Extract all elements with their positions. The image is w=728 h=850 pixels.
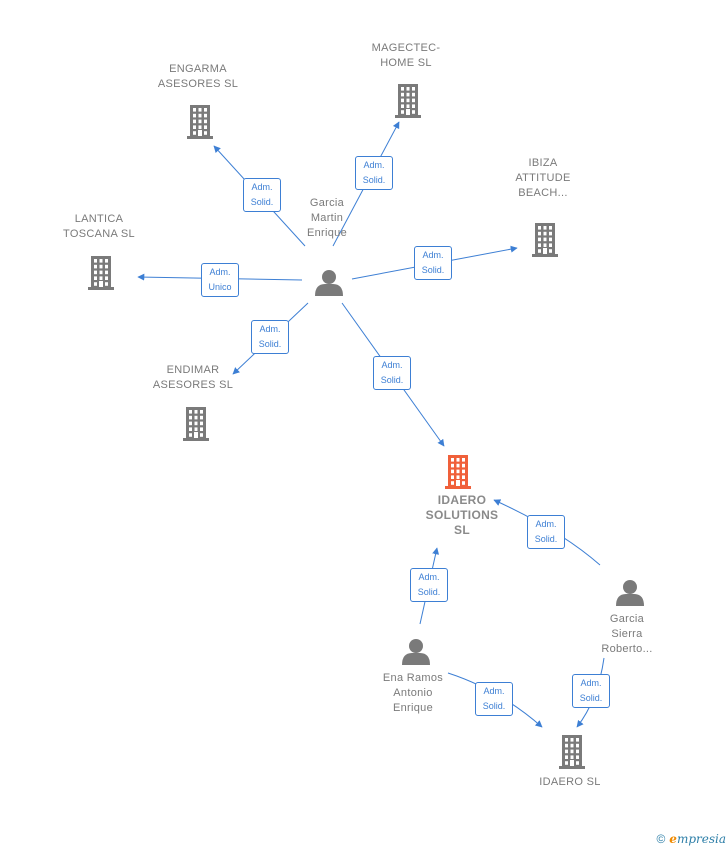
ibiza-building-icon[interactable] [532,223,558,257]
brand-logo[interactable]: empresia [669,832,726,846]
ena-ramos-person-icon[interactable] [402,639,430,665]
magectec-building-icon[interactable] [395,84,421,118]
edge-label-garcia_martin-to-engarma[interactable]: Adm. Solid. [243,178,281,212]
node-label-idaero-solutions[interactable]: IDAERO SOLUTIONS SL [425,492,499,537]
garcia-martin-person-icon[interactable] [315,270,343,296]
node-label-engarma[interactable]: ENGARMA ASESORES SL [157,63,239,90]
idaero-solutions-building-icon[interactable] [445,455,471,489]
edge-label-garcia_sierra-to-idaero_solutions[interactable]: Adm. Solid. [527,515,565,549]
node-label-garcia-martin[interactable]: Garcia Martin Enrique [306,197,347,239]
node-label-garcia-sierra[interactable]: Garcia Sierra Roberto... [601,612,653,655]
garcia-sierra-person-icon[interactable] [616,580,644,606]
engarma-building-icon[interactable] [187,105,213,139]
node-label-endimar[interactable]: ENDIMAR ASESORES SL [152,364,234,391]
idaero-sl-building-icon[interactable] [559,735,585,769]
node-label-idaero-sl[interactable]: IDAERO SL [539,775,601,788]
edge-label-garcia_martin-to-ibiza[interactable]: Adm. Solid. [414,246,452,280]
copyright-symbol: © [656,832,666,846]
edge-label-garcia_martin-to-idaero_solutions[interactable]: Adm. Solid. [373,356,411,390]
node-label-lantica[interactable]: LANTICA TOSCANA SL [63,213,135,240]
icons-layer [88,84,644,769]
node-label-ibiza[interactable]: IBIZA ATTITUDE BEACH... [515,157,571,199]
endimar-building-icon[interactable] [183,407,209,441]
edge-label-ena_ramos-to-idaero_sl[interactable]: Adm. Solid. [475,682,513,716]
edge-label-garcia_martin-to-endimar[interactable]: Adm. Solid. [251,320,289,354]
lantica-building-icon[interactable] [88,256,114,290]
edge-label-garcia_martin-to-lantica[interactable]: Adm. Unico [201,263,239,297]
edge-label-ena_ramos-to-idaero_solutions[interactable]: Adm. Solid. [410,568,448,602]
edge-label-garcia_sierra-to-idaero_sl[interactable]: Adm. Solid. [572,674,610,708]
footer: © empresia [656,832,726,846]
node-label-magectec[interactable]: MAGECTEC- HOME SL [371,42,441,69]
node-label-ena-ramos[interactable]: Ena Ramos Antonio Enrique [382,671,444,714]
edge-label-garcia_martin-to-magectec[interactable]: Adm. Solid. [355,156,393,190]
